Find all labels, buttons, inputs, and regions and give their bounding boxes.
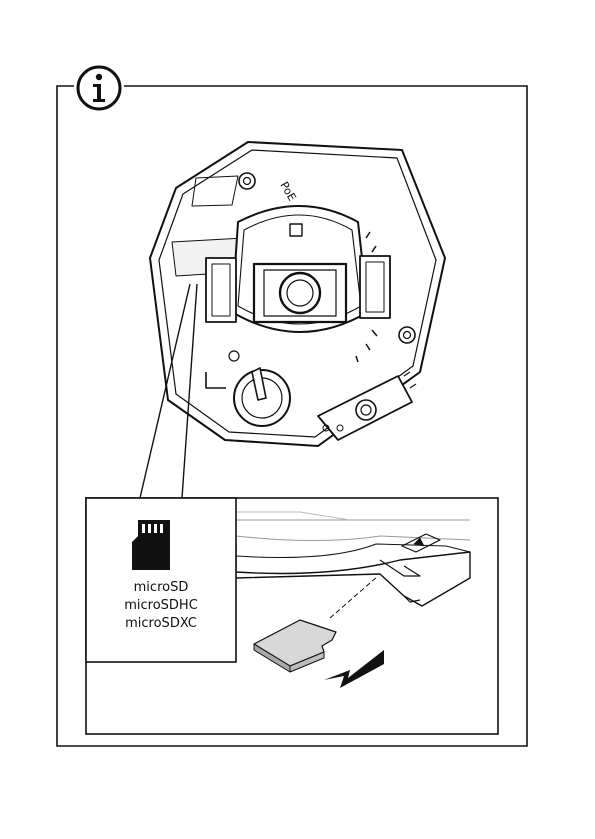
mounting-screw [239,173,255,189]
info-icon [78,67,120,109]
camera-top-view [150,142,445,446]
card-type-microsdhc: microSDHC [86,597,236,615]
mounting-screw [399,327,415,343]
card-type-microsd: microSD [86,579,236,597]
card-type-microsdxc: microSDXC [86,615,236,633]
